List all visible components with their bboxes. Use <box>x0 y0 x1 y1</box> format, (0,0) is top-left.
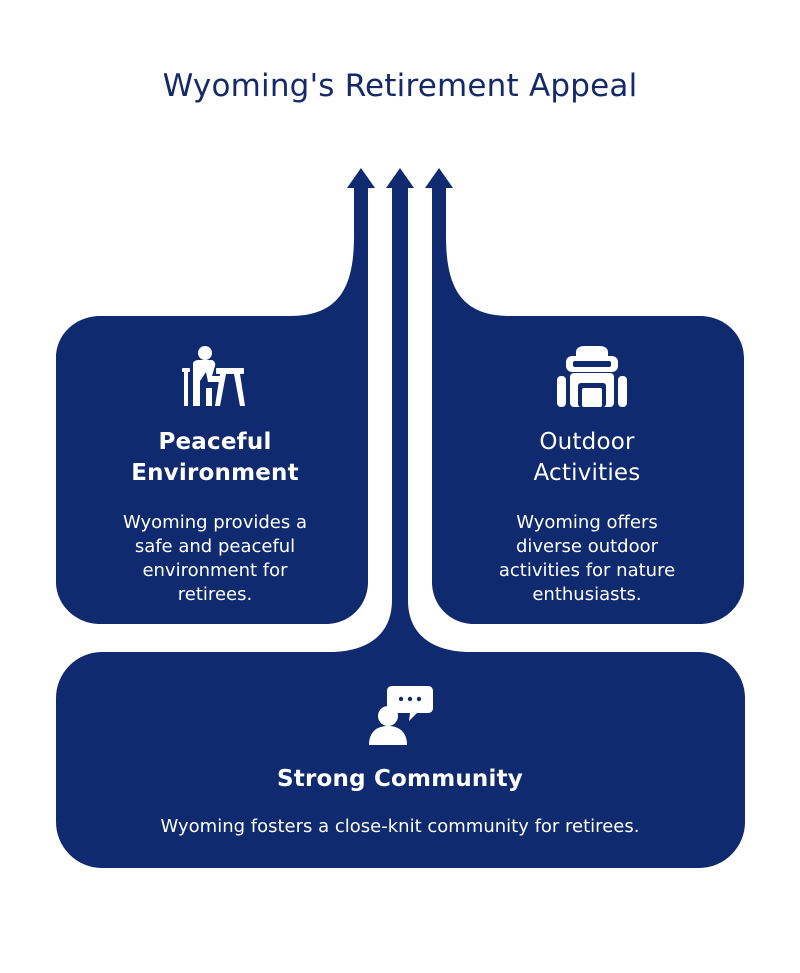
community-card <box>56 652 745 868</box>
peaceful-card-description: Wyoming provides a safe and peaceful env… <box>70 511 360 607</box>
right-arrowhead <box>425 168 453 188</box>
outdoor-title-line2: Activities <box>533 460 641 486</box>
community-card-title: Strong Community <box>277 766 523 792</box>
outdoor-card-title: Outdoor Activities <box>442 427 732 489</box>
person-speech-bubble-icon <box>369 686 433 745</box>
outdoor-desc-line: diverse outdoor <box>515 536 659 557</box>
peaceful-title-line2: Environment <box>131 460 299 486</box>
community-card-text: Strong Community Wyoming fosters a close… <box>60 764 740 839</box>
outdoor-desc-line: activities for nature <box>498 560 676 581</box>
peaceful-card-text: Peaceful Environment Wyoming provides a … <box>70 427 360 607</box>
peaceful-card-title: Peaceful Environment <box>70 427 360 489</box>
peaceful-desc-line: safe and peaceful <box>134 536 296 557</box>
outdoor-title-line1: Outdoor <box>539 429 635 455</box>
peaceful-title-line1: Peaceful <box>158 429 272 455</box>
backpack-icon <box>557 346 627 407</box>
outdoor-desc-line: Wyoming offers <box>516 512 658 533</box>
outdoor-card-text: Outdoor Activities Wyoming offers divers… <box>442 427 732 607</box>
center-arrowhead <box>386 168 414 188</box>
peaceful-desc-line: environment for <box>142 560 288 581</box>
community-card-description: Wyoming fosters a close-knit community f… <box>160 816 640 837</box>
peaceful-desc-line: retirees. <box>177 584 253 605</box>
center-arrow-stem <box>330 188 470 652</box>
outdoor-card-description: Wyoming offers diverse outdoor activitie… <box>442 511 732 607</box>
person-at-desk-icon <box>182 346 245 406</box>
outdoor-desc-line: enthusiasts. <box>532 584 642 605</box>
page-title: Wyoming's Retirement Appeal <box>162 68 638 104</box>
peaceful-desc-line: Wyoming provides a <box>123 512 307 533</box>
left-arrowhead <box>347 168 375 188</box>
